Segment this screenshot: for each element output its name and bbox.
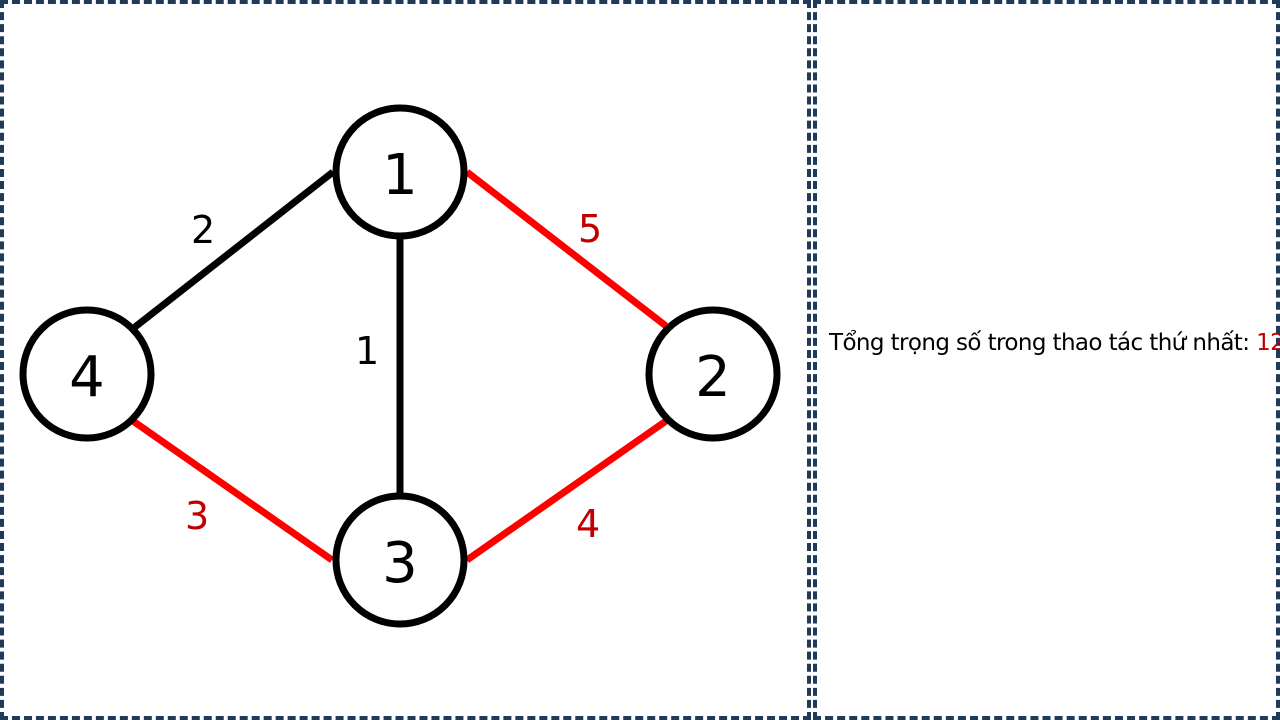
node-3: 3: [332, 492, 468, 628]
summary-panel: [813, 0, 1280, 720]
graph-panel: [0, 0, 811, 720]
total-weight-text: Tổng trọng số trong thao tác thứ nhất: 1…: [829, 330, 1280, 356]
total-weight-label: Tổng trọng số trong thao tác thứ nhất:: [829, 330, 1257, 356]
node-4: 4: [19, 306, 155, 442]
node-2-label: 2: [695, 345, 731, 410]
weight-label-4-3: 3: [185, 494, 209, 538]
weight-label-1-3: 1: [355, 329, 379, 373]
node-4-label: 4: [69, 345, 105, 410]
weight-label-1-2: 5: [578, 207, 602, 251]
node-1: 1: [332, 104, 468, 240]
edge-3-2: [464, 418, 669, 563]
weight-label-3-2: 4: [576, 502, 600, 546]
total-weight-value: 12: [1256, 330, 1280, 356]
edge-1-4: [132, 169, 336, 330]
node-3-label: 3: [382, 531, 418, 596]
edge-1-2: [464, 169, 669, 329]
weight-label-1-4: 2: [191, 208, 215, 252]
node-2: 2: [645, 306, 781, 442]
graph-diagram: 2 1 5 3 4 1 2 3 4: [19, 104, 781, 628]
edge-4-3: [130, 418, 335, 563]
node-1-label: 1: [382, 143, 418, 208]
